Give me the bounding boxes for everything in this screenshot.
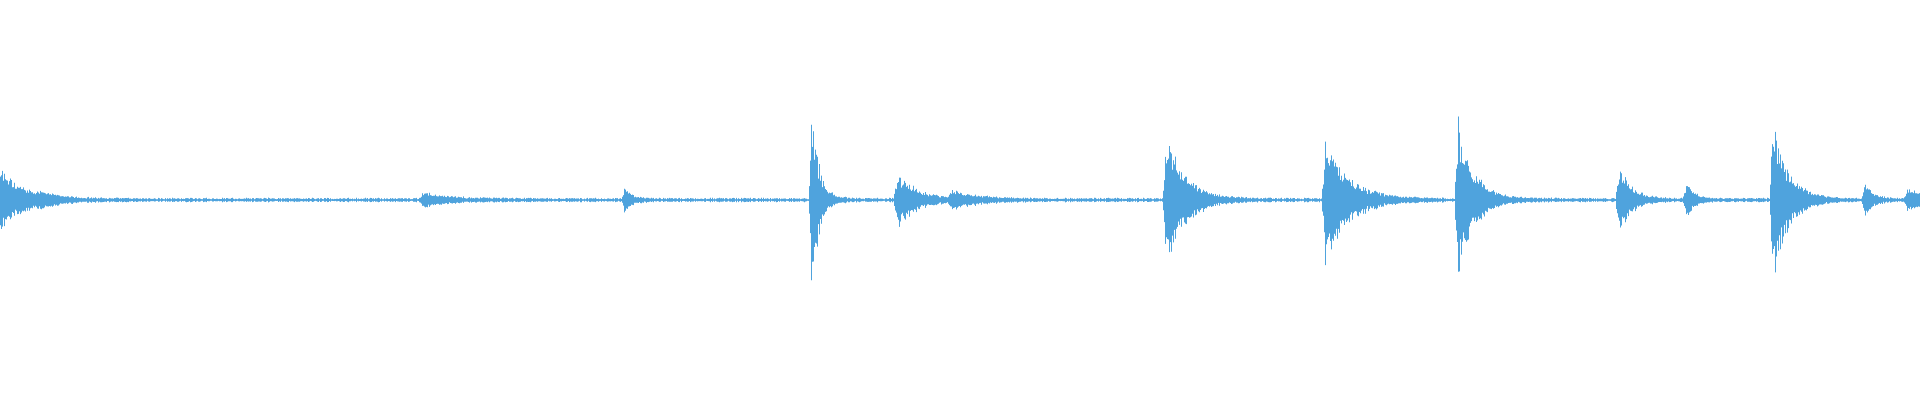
waveform-peaks (0, 116, 1920, 281)
